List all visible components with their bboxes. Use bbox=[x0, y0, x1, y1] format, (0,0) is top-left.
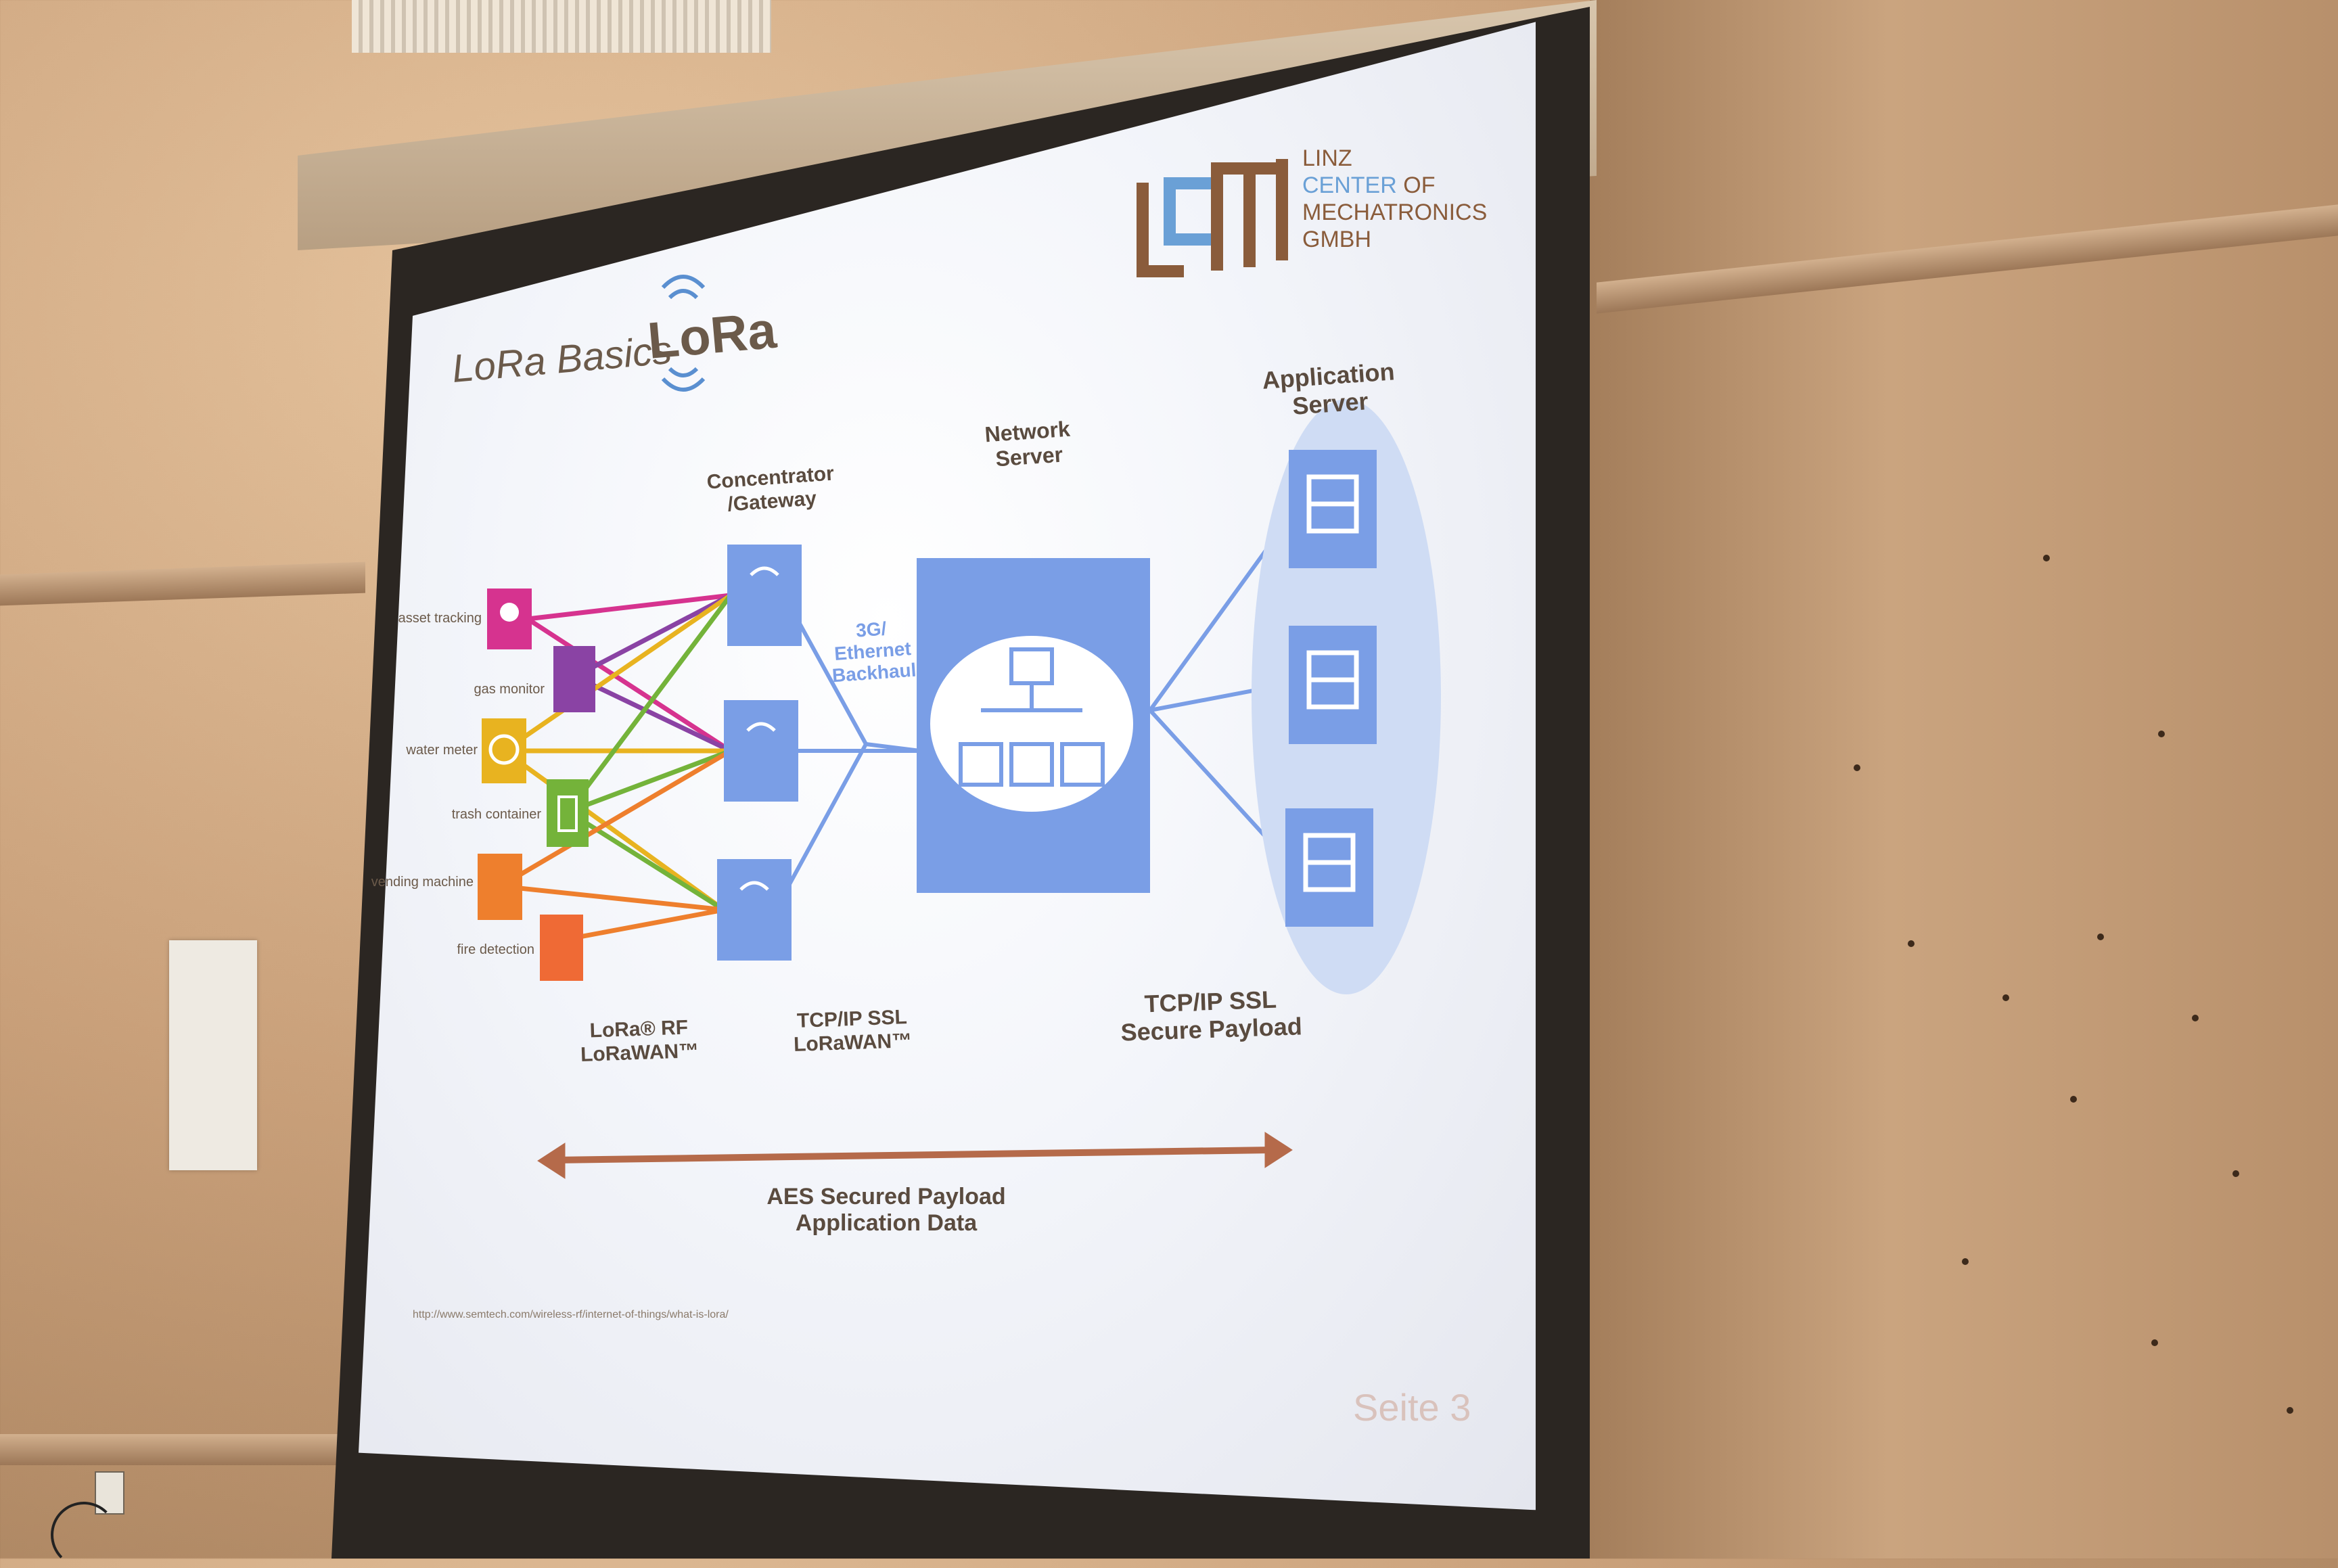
company-line1: LINZ bbox=[1302, 145, 1352, 171]
lora-logo-text: LoRa bbox=[645, 302, 779, 370]
label-network-server: Network Server bbox=[959, 415, 1098, 474]
server-icon-1 bbox=[1289, 450, 1377, 568]
label-tcpip-secure: TCP/IP SSL Secure Payload bbox=[1109, 984, 1314, 1047]
slide-url: http://www.semtech.com/wireless-rf/inter… bbox=[413, 1309, 729, 1320]
label-concentrator: Concentrator /Gateway bbox=[702, 462, 840, 518]
device-label-fire-detection: fire detection bbox=[457, 942, 534, 957]
gas-monitor-icon bbox=[553, 646, 595, 712]
gateway-icon-3 bbox=[717, 859, 792, 961]
device-label-water-meter: water meter bbox=[405, 743, 478, 758]
device-label-vending-machine: vending machine bbox=[371, 875, 474, 890]
label-aes: AES Secured Payload Application Data bbox=[764, 1184, 1008, 1237]
slide-title: LoRa Basics bbox=[450, 328, 673, 391]
company-line4: GMBH bbox=[1302, 227, 1371, 252]
label-tcpip-lorawan: TCP/IP SSL LoRaWAN™ bbox=[777, 1005, 927, 1057]
device-label-gas-monitor: gas monitor bbox=[474, 682, 545, 697]
app-servers bbox=[1285, 450, 1377, 927]
label-lora-rf: LoRa® RF LoRaWAN™ bbox=[568, 1015, 711, 1067]
gateways bbox=[717, 545, 802, 961]
device-label-trash-container: trash container bbox=[452, 807, 542, 822]
water-meter-icon bbox=[482, 718, 526, 783]
label-backhaul: 3G/ Ethernet Backhaul bbox=[817, 616, 929, 688]
server-icon-2 bbox=[1289, 626, 1377, 744]
page-number: Seite 3 bbox=[1353, 1386, 1471, 1429]
company-line3: MECHATRONICS bbox=[1302, 200, 1487, 225]
device-icons bbox=[478, 589, 595, 981]
server-icon-3 bbox=[1285, 808, 1373, 927]
fire-detection-icon bbox=[540, 915, 583, 981]
lcm-logo bbox=[1137, 159, 1288, 277]
company-line2: CENTER OF bbox=[1302, 172, 1435, 198]
aes-arrow bbox=[538, 1132, 1292, 1178]
gateway-icon-2 bbox=[724, 700, 798, 802]
label-application-server: Application Server bbox=[1250, 356, 1408, 423]
lora-rf-links bbox=[501, 595, 731, 940]
trash-container-icon bbox=[547, 779, 589, 847]
device-label-asset-tracking: asset tracking bbox=[398, 611, 482, 626]
vending-machine-icon bbox=[478, 854, 522, 920]
gateway-icon-1 bbox=[727, 545, 802, 646]
